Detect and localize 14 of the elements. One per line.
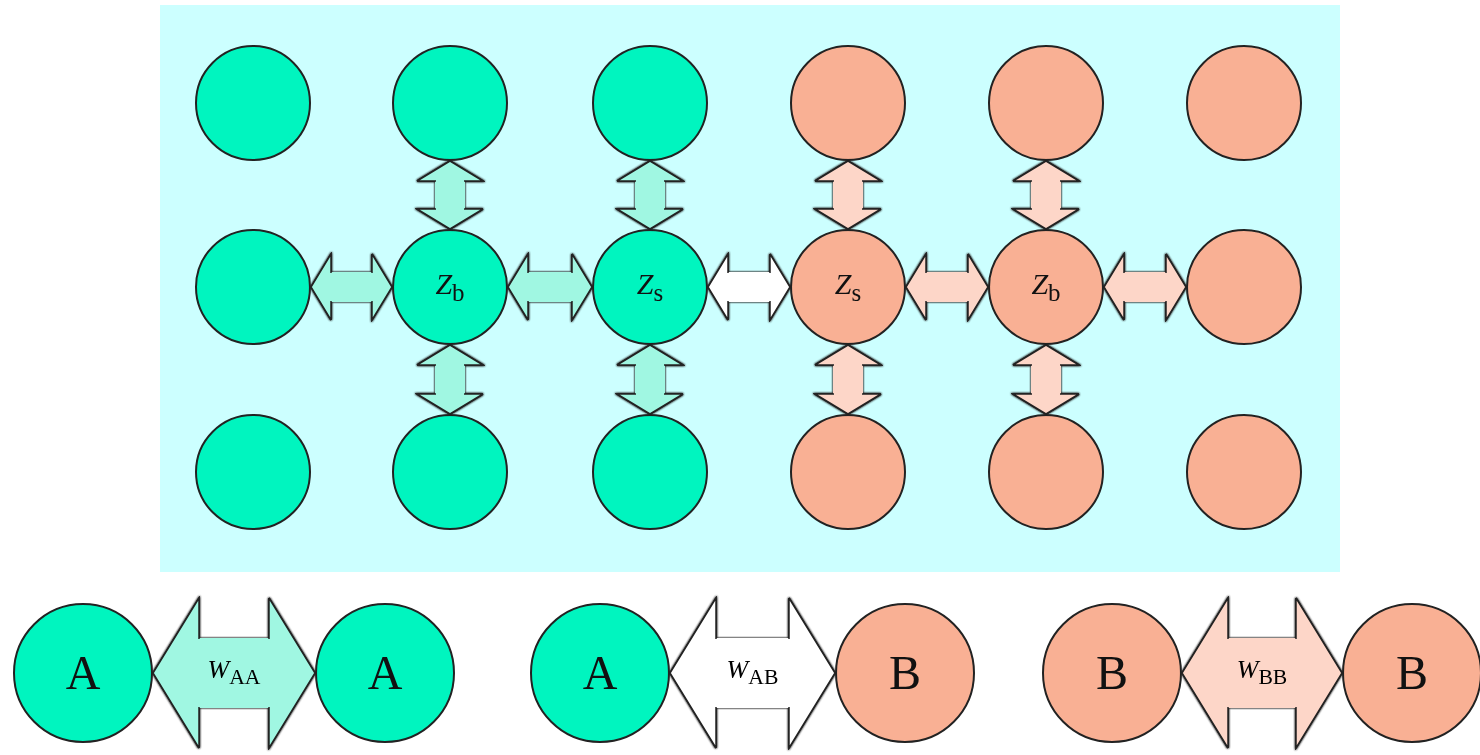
site-label: Z$_{s}$ (834, 269, 862, 305)
site-label: B (1396, 649, 1428, 697)
edge-label: W$_{BB}$ (1236, 657, 1288, 689)
edge-label: W$_{AA}$ (207, 657, 261, 689)
site-label: Z$_{b}$ (1031, 269, 1061, 305)
site-label: Z$_{b}$ (435, 269, 465, 305)
site-label: B (1096, 649, 1128, 697)
site-label: B (889, 649, 921, 697)
site-label: A (582, 649, 618, 697)
site-label: Z$_{s}$ (636, 269, 664, 305)
lattice-panel (160, 5, 1340, 572)
site-label: A (367, 649, 403, 697)
site-label: A (65, 649, 101, 697)
edge-label: W$_{AB}$ (726, 657, 779, 689)
